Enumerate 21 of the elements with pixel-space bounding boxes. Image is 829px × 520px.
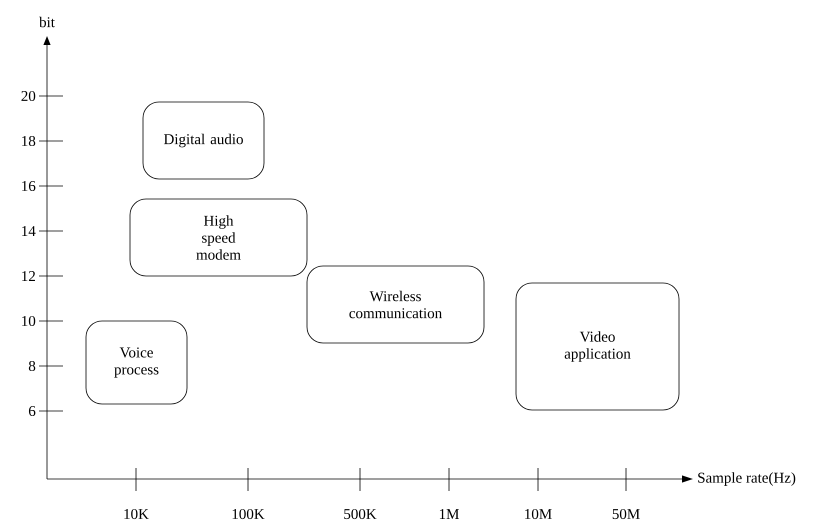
rounded-box: Wireless communication: [306, 266, 484, 344]
rounded-box: Video application: [516, 282, 680, 410]
tick-label: 500K: [344, 508, 377, 520]
axis-title: bit: [39, 16, 55, 28]
tick-label: 100K: [232, 508, 265, 520]
axis-title: Sample rate(Hz): [698, 472, 796, 486]
tick-label: 6: [28, 406, 36, 416]
rounded-box: High speed modem: [130, 198, 308, 276]
tick-label: 10K: [124, 508, 149, 520]
tick-label: 14: [22, 226, 36, 236]
tick-label: 20: [21, 90, 36, 102]
tick-label: 10M: [525, 508, 552, 520]
tick-label: 8: [28, 360, 36, 372]
tick-label: 12: [22, 271, 35, 281]
tick-label: 1M: [440, 509, 459, 519]
tick-label: 18: [22, 136, 36, 146]
rounded-box: Digital audio: [142, 102, 264, 180]
rounded-box: Voice process: [86, 320, 188, 404]
tick-label: 50M: [612, 508, 640, 520]
tick-label: 16: [22, 180, 36, 192]
tick-label: 10: [22, 316, 36, 326]
